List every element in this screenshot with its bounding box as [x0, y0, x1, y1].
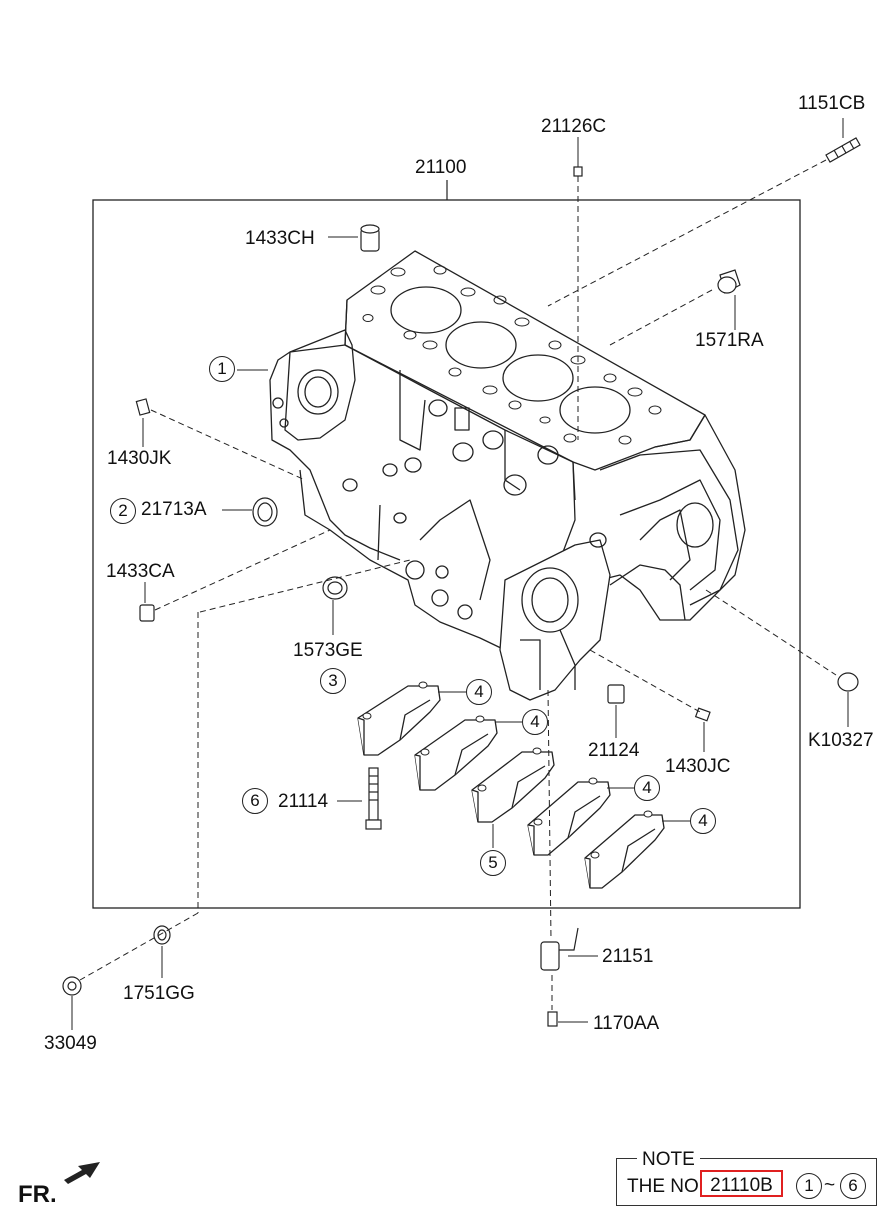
part-label: 1573GE — [293, 640, 363, 661]
part-label: 21151 — [602, 946, 654, 967]
note-range-separator: ~ — [824, 1175, 836, 1196]
part-label: 1571RA — [695, 330, 764, 351]
callout-4: 4 — [690, 808, 716, 834]
part-label: 21124 — [588, 740, 640, 761]
part-label: 1430JC — [665, 756, 731, 777]
front-arrow-icon — [64, 1162, 100, 1184]
part-label: 21114 — [278, 791, 329, 812]
callout-4: 4 — [522, 709, 548, 735]
note-range-end: 6 — [840, 1173, 866, 1199]
note-range-start: 1 — [796, 1173, 822, 1199]
callout-3: 3 — [320, 668, 346, 694]
part-label: 33049 — [44, 1033, 97, 1054]
part-label: 21126C — [541, 116, 607, 137]
small-parts — [62, 137, 861, 1027]
part-label: 21713A — [141, 499, 207, 520]
note-box — [616, 1158, 877, 1206]
part-label: 1151CB — [798, 93, 866, 114]
part-label: K10327 — [808, 730, 874, 751]
bearing-caps — [357, 681, 665, 889]
part-label: 1751GG — [123, 983, 195, 1004]
part-label: 1170AA — [593, 1013, 660, 1034]
callout-4: 4 — [634, 775, 660, 801]
note-part-number[interactable]: 21110B — [700, 1170, 783, 1197]
callout-1: 1 — [209, 356, 235, 382]
note-title: NOTE — [637, 1149, 700, 1171]
part-label: 1430JK — [107, 448, 172, 469]
part-label: 1433CA — [106, 561, 175, 582]
callout-5: 5 — [480, 850, 506, 876]
front-label: FR. — [18, 1181, 57, 1208]
cylinder-block-drawing — [269, 250, 746, 701]
note-text: THE NO — [627, 1176, 699, 1197]
callout-2: 2 — [110, 498, 136, 524]
part-label: 1433CH — [245, 228, 315, 249]
part-label-main: 21100 — [415, 157, 467, 178]
callout-4: 4 — [466, 679, 492, 705]
callout-6: 6 — [242, 788, 268, 814]
